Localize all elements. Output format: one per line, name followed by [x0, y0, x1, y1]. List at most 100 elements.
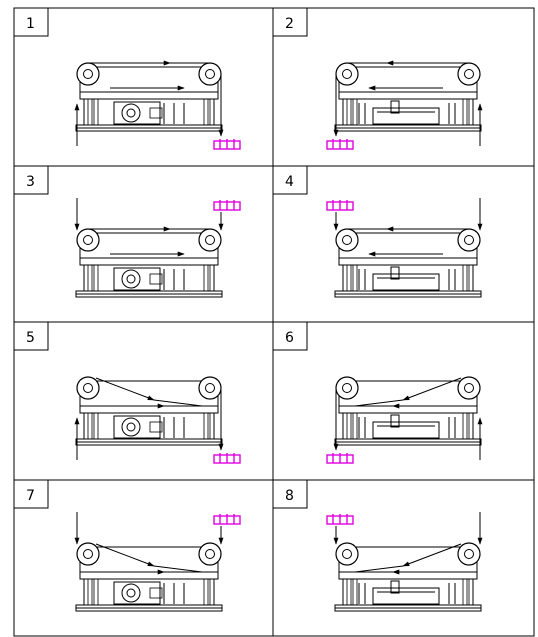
panel-label: 1: [26, 16, 35, 32]
right-pulley-hub: [205, 235, 215, 245]
drive-block: [372, 587, 440, 605]
belt-diagonal-run: [153, 399, 203, 407]
drive-block: [372, 273, 440, 291]
panel-6: 6: [273, 322, 483, 464]
panel-label: 8: [285, 488, 294, 504]
support-post: [346, 264, 352, 292]
right-pulley: [457, 376, 481, 400]
panel-label-box: [273, 480, 308, 509]
belt-diagonal-run: [95, 377, 155, 401]
carriage-frame: [79, 546, 219, 580]
drive-housing: [83, 98, 215, 126]
panel-label: 3: [26, 174, 35, 190]
drive-knob: [390, 266, 400, 280]
support-post: [87, 578, 93, 606]
carriage-frame: [79, 380, 219, 414]
support-post: [462, 264, 468, 292]
motor-flange: [121, 103, 141, 123]
left-pulley-hub: [83, 235, 93, 245]
right-pulley-hub: [464, 549, 474, 559]
support-post: [468, 578, 474, 606]
support-post: [93, 412, 99, 440]
right-pulley: [457, 228, 481, 252]
left-pulley: [335, 62, 359, 86]
drive-housing: [83, 412, 215, 440]
panel-8: 8: [273, 480, 483, 612]
panel-label-box: [14, 322, 49, 351]
panel-7: 7: [14, 480, 241, 612]
support-post: [468, 264, 474, 292]
right-pulley: [457, 62, 481, 86]
panel-label: 2: [285, 16, 294, 32]
right-pulley-hub: [205, 69, 215, 79]
support-post: [462, 98, 468, 126]
support-post: [209, 412, 215, 440]
support-post: [352, 412, 358, 440]
right-pulley: [198, 376, 222, 400]
support-post: [209, 98, 215, 126]
motor-terminal: [149, 421, 163, 433]
motor-flange: [121, 269, 141, 289]
belt-diagonal-run: [354, 565, 404, 573]
support-post: [468, 412, 474, 440]
support-post: [87, 98, 93, 126]
support-post: [203, 264, 209, 292]
panel-label-box: [273, 166, 308, 195]
right-pulley: [198, 62, 222, 86]
panel-2: 2: [273, 8, 483, 150]
left-pulley-hub: [83, 69, 93, 79]
left-pulley: [335, 228, 359, 252]
support-post: [346, 98, 352, 126]
left-pulley: [335, 376, 359, 400]
motor-terminal: [149, 273, 163, 285]
panel-label: 5: [26, 330, 35, 346]
carriage-frame: [79, 232, 219, 266]
belt-diagonal-run: [153, 565, 203, 573]
left-pulley: [335, 542, 359, 566]
right-pulley-hub: [205, 549, 215, 559]
support-post: [346, 578, 352, 606]
drive-knob: [390, 414, 400, 428]
drive-block: [372, 107, 440, 125]
panel-label-box: [14, 8, 49, 37]
drive-housing: [83, 578, 215, 606]
left-pulley: [76, 62, 100, 86]
belt-diagonal-run: [402, 377, 462, 401]
left-pulley: [76, 542, 100, 566]
right-pulley-hub: [464, 235, 474, 245]
panel-3: 3: [14, 166, 241, 298]
left-pulley-hub: [83, 383, 93, 393]
panel-5: 5: [14, 322, 241, 464]
panel-1: 1: [14, 8, 241, 150]
drive-housing: [83, 264, 215, 292]
right-pulley-hub: [464, 69, 474, 79]
support-post: [203, 578, 209, 606]
motor-terminal: [149, 587, 163, 599]
panel-label-box: [14, 480, 49, 509]
belt-diagonal-run: [95, 543, 155, 567]
support-post: [468, 98, 474, 126]
left-pulley-hub: [83, 549, 93, 559]
support-post: [93, 98, 99, 126]
belt-diagonal-run: [402, 543, 462, 567]
motor-flange: [121, 417, 141, 437]
motor-flange: [121, 583, 141, 603]
motor-shaft: [126, 422, 136, 432]
drive-knob: [390, 580, 400, 594]
motor-body: [113, 101, 161, 125]
panel-label: 7: [26, 488, 35, 504]
left-pulley-hub: [342, 69, 352, 79]
support-post: [87, 412, 93, 440]
panel-label-box: [273, 322, 308, 351]
support-post: [352, 578, 358, 606]
support-post: [203, 98, 209, 126]
motor-shaft: [126, 274, 136, 284]
left-pulley: [76, 376, 100, 400]
motor-shaft: [126, 108, 136, 118]
motor-terminal: [149, 107, 163, 119]
left-pulley: [76, 228, 100, 252]
motor-shaft: [126, 588, 136, 598]
panel-4: 4: [273, 166, 483, 298]
drive-block: [372, 421, 440, 439]
